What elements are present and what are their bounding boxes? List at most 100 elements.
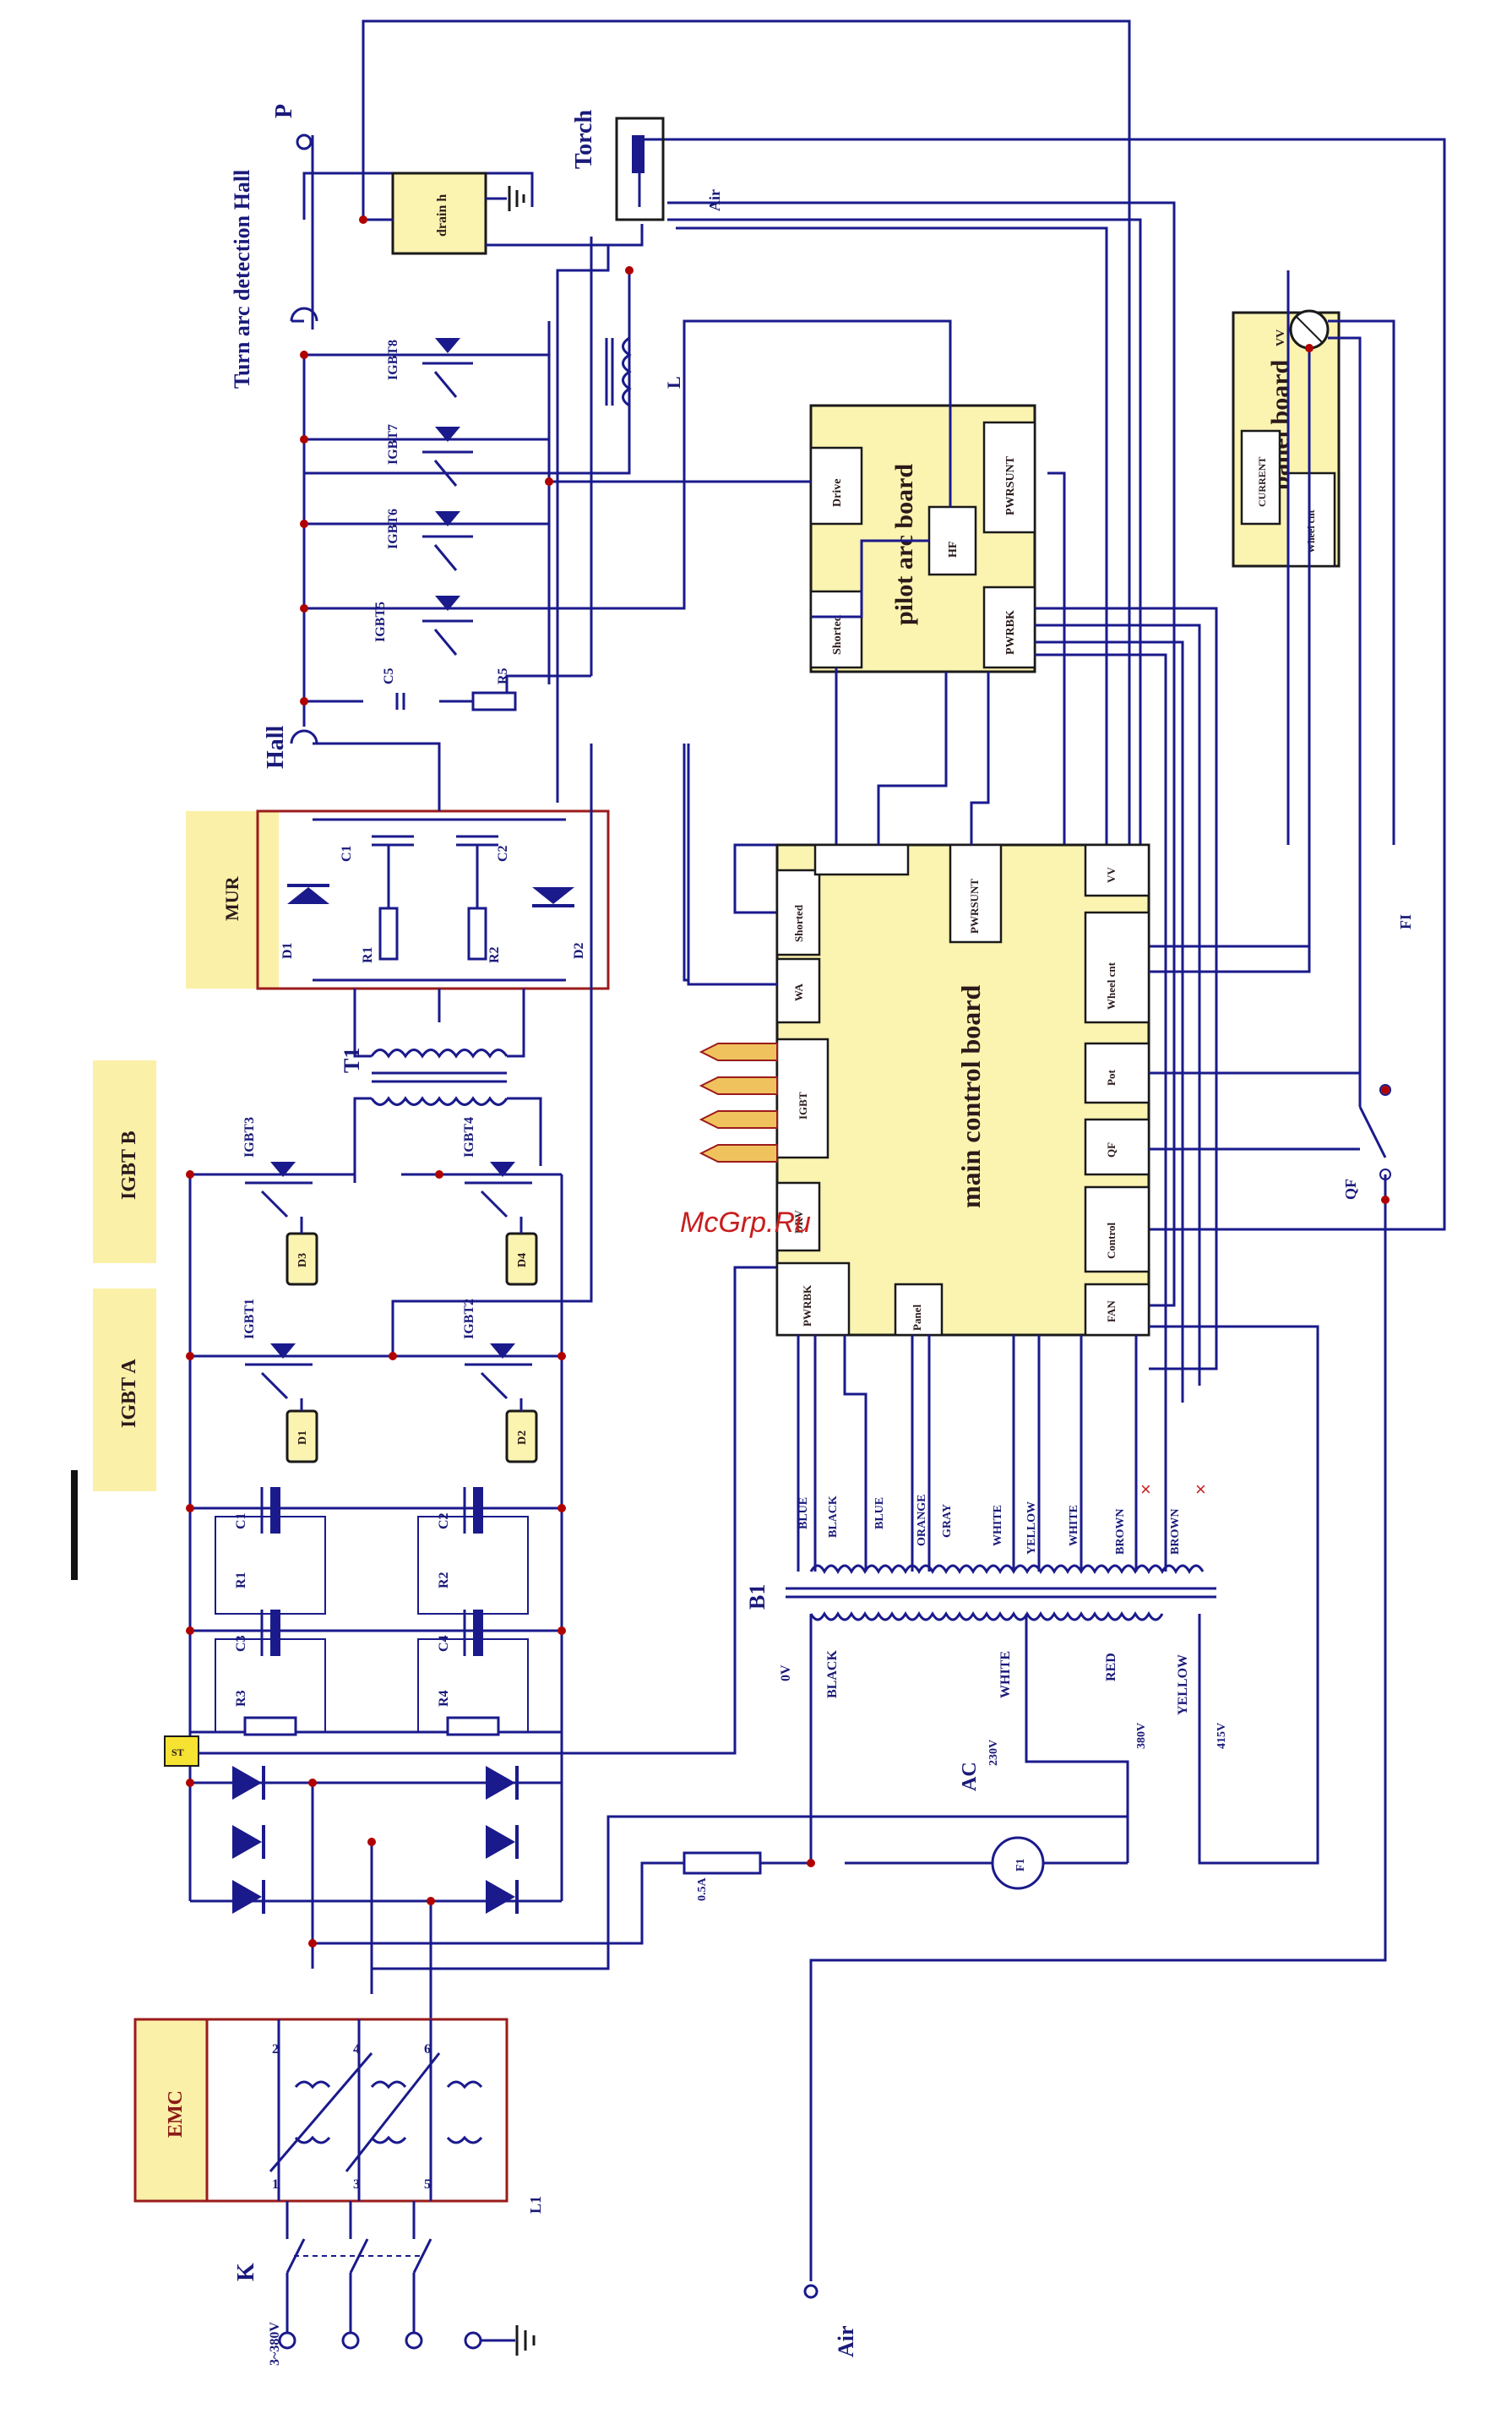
fuse-label: 0.5A [696,1877,709,1902]
fi-label: FI [1397,914,1414,929]
svg-text:230V: 230V [987,1740,1000,1766]
ac-label: AC [959,1762,981,1791]
emc-internals [269,2019,483,2201]
igbt5-icon [422,596,473,656]
svg-text:BLUE: BLUE [873,1497,886,1529]
fuse-icon [683,1851,762,1875]
main-port-wheel-cnt [1084,911,1150,1024]
p-terminal-icon [296,133,313,150]
main-board-title: main control board [955,984,986,1208]
main-port-control [1084,1185,1150,1273]
igbt7-label: IGBT7 [386,424,400,465]
igbt2-icon [465,1343,532,1400]
svg-text:IGBT3: IGBT3 [242,1117,257,1158]
svg-text:WHITE: WHITE [1068,1505,1080,1546]
emc-label: EMC [165,2090,187,2138]
svg-text:CURRENT: CURRENT [1256,457,1268,507]
p-label: P [271,104,297,118]
b1-label: B1 [745,1584,770,1610]
diode-icon [232,1825,265,1859]
svg-text:IGBT4: IGBT4 [462,1117,476,1158]
igbt-a-label: IGBT A [118,1359,140,1428]
hall-label: Hall [263,725,289,769]
svg-text:Wheel cnt: Wheel cnt [1305,509,1317,553]
transformer-t1-icon [353,989,542,1183]
svg-text:C2: C2 [437,1512,451,1529]
main-port-pot [1084,1042,1150,1104]
diode-icon [232,1880,265,1914]
mur-label: MUR [221,875,242,921]
svg-text:PWRSUNT: PWRSUNT [968,879,981,934]
igbt7-icon [422,427,473,487]
main-port-fan [1084,1283,1150,1337]
main-port-wa [775,957,821,1024]
svg-text:Control: Control [1105,1223,1118,1259]
pilot-port-pwrsunt [982,421,1036,534]
svg-text:D1: D1 [296,1430,309,1445]
svg-text:WA: WA [792,983,805,1001]
svg-text:BLUE: BLUE [797,1497,810,1529]
svg-text:QF: QF [1105,1142,1118,1158]
svg-text:C1: C1 [340,845,354,862]
svg-text:IGBT: IGBT [797,1092,809,1120]
pilot-port-drive [809,446,863,526]
emc-label-box [133,2018,209,2203]
qf-switch-icon [809,1073,1391,2281]
watermark: McGrp.Ru [680,1207,811,1239]
input-terminal-icon [341,2331,360,2350]
secondary-labels: BLUE BLACK BLUE ORANGE GRAY WHITE YELLOW… [797,1479,1206,1555]
svg-text:0V: 0V [779,1664,793,1681]
connector-tabs [699,1043,778,1163]
input-terminal-icon [405,2331,423,2350]
svg-text:Shorted: Shorted [831,614,844,655]
main-port-panel [894,1283,944,1337]
thermal-st-box [164,1735,199,1767]
diode-icon [232,1766,265,1800]
svg-text:PWRBK: PWRBK [1004,610,1017,655]
main-port-igbt [775,1038,829,1159]
emc-filter-box [205,2018,509,2203]
drain-label: drain h [435,194,449,237]
secondary-wires [797,1335,1167,1572]
potentiometer-vv-icon [1289,309,1330,350]
svg-text:Wheel cnt: Wheel cnt [1105,962,1118,1010]
svg-text:C2: C2 [496,845,510,862]
svg-text:R2: R2 [437,1572,451,1588]
transformer-b1-icon [786,1564,1216,1621]
igbt-bridge: IGBT3 IGBT4 IGBT1 IGBT2 D3 D4 D1 D2 [188,744,593,1783]
input-voltage-label: 3~380V [268,2322,282,2366]
capacitor-c4-icon [463,1610,483,1656]
svg-text:IGBT2: IGBT2 [462,1299,476,1339]
svg-text:FAN: FAN [1105,1300,1118,1322]
svg-text:C4: C4 [437,1635,451,1652]
svg-text:BROWN: BROWN [1114,1509,1127,1555]
svg-text:380V: 380V [1135,1723,1148,1749]
svg-text:GRAY: GRAY [941,1504,954,1538]
capacitor-c1-icon [260,1487,280,1534]
igbt4-icon [465,1162,532,1218]
capacitor-bank: C1 C2 C3 C4 R1 R2 R3 R4 [190,1487,562,1736]
main-port-qf [1084,1118,1150,1176]
cross-mark-icon: × [1195,1479,1206,1500]
capacitor-c2-icon [463,1487,483,1534]
svg-text:R1: R1 [361,946,375,963]
drain-box [391,172,487,255]
igbt6-icon [422,511,473,571]
igbt8-label: IGBT8 [386,340,400,380]
igbt-b-label: IGBT B [118,1131,140,1200]
svg-text:415V: 415V [1216,1723,1228,1749]
main-port-vv [1084,843,1150,897]
svg-text:R1: R1 [234,1572,248,1588]
svg-text:PWRSUNT: PWRSUNT [1004,455,1017,515]
svg-text:1: 1 [272,2177,279,2192]
main-port-drv [775,1181,821,1252]
main-switch-k [286,2201,432,2332]
black-marker [71,1470,78,1580]
mur-label-box [186,811,279,989]
junction-dots [186,215,1390,1948]
torch-label: Torch [571,110,597,169]
svg-text:YELLOW: YELLOW [1025,1501,1038,1555]
svg-text:VV: VV [1105,867,1118,883]
igbt8-icon [422,338,473,398]
